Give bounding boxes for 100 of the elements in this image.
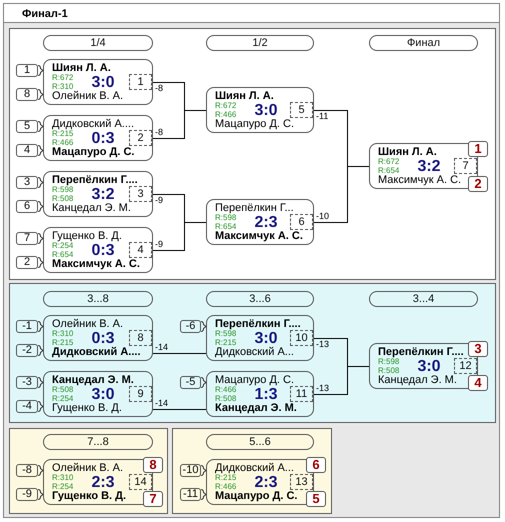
bracket-line [152, 409, 206, 410]
player-name: Дидковский А... [215, 463, 294, 474]
match-score: 2:3 [254, 215, 278, 231]
bracket-line [314, 166, 370, 223]
match-number: 3 [129, 186, 152, 202]
seed-number: -2 [16, 344, 38, 357]
player-rating: R:598 [52, 186, 74, 194]
player-rating: R:466 [52, 139, 74, 147]
player-name: Дидковский А.... [52, 347, 141, 358]
loser-seed-label: -9 [155, 240, 164, 249]
player-name: Максимчук А. С. [215, 231, 303, 242]
loser-seed-label: -8 [155, 128, 164, 137]
seed-number: -3 [16, 376, 38, 389]
seed-connector [200, 465, 206, 476]
seed-connector [200, 489, 206, 500]
player-name: Мацапуро Д. С. [215, 375, 294, 386]
player-name: Дидковский А... [215, 347, 294, 358]
seed-connector [38, 401, 44, 412]
player-rating: R:508 [378, 367, 400, 375]
player-rating: R:310 [52, 330, 74, 338]
loser-seed-label: -14 [155, 343, 168, 352]
player-name: Олейник В. А. [52, 91, 124, 102]
seed-connector [38, 201, 44, 212]
match-card [43, 171, 153, 217]
player-name: Гущенко В. Д. [52, 491, 126, 502]
match-score: 3:0 [254, 103, 278, 119]
player-rating: R:215 [52, 130, 74, 138]
player-rating: R:215 [215, 339, 236, 347]
match-number: 8 [129, 330, 152, 346]
bracket-panel [9, 283, 496, 423]
round-header: 3...8 [43, 291, 153, 307]
seed-connector [38, 345, 44, 356]
place-number: 2 [468, 176, 488, 192]
match-score: 3:0 [91, 75, 115, 91]
seed-connector [38, 177, 44, 188]
match-number: 12 [454, 358, 477, 374]
seed-connector [38, 121, 44, 132]
match-score: 0:3 [91, 131, 115, 147]
seed-connector [38, 321, 44, 332]
player-rating: R:508 [52, 386, 74, 394]
match-score: 2:3 [254, 475, 278, 491]
match-score: 1:3 [254, 387, 278, 403]
player-rating: R:254 [52, 395, 74, 403]
loser-seed-label: -11 [316, 112, 328, 121]
bracket-line [314, 366, 370, 395]
match-number: 11 [290, 386, 313, 402]
place-number: 8 [143, 457, 163, 473]
match-card [206, 459, 314, 505]
bracket-line [152, 110, 206, 139]
player-rating: R:672 [378, 158, 400, 166]
seed-number: -10 [180, 464, 201, 477]
player-name: Перепёлкин Г.... [215, 319, 301, 330]
seed-number: 7 [16, 232, 38, 245]
place-number: 3 [468, 341, 488, 357]
match-card [43, 59, 153, 105]
player-name: Мацапуро Д. С. [52, 147, 134, 158]
match-card [43, 227, 153, 273]
player-name: Максимчук А. С. [52, 259, 140, 270]
bracket-line [152, 353, 206, 354]
player-rating: R:310 [52, 83, 74, 91]
place-number: 4 [468, 375, 488, 391]
match-card [43, 315, 153, 361]
bracket-panel [172, 428, 332, 514]
seed-number: 1 [16, 64, 38, 77]
seed-number: -9 [16, 488, 38, 501]
seed-number: -4 [16, 400, 38, 413]
match-number: 2 [129, 130, 152, 146]
player-name: Канцедал Э. М. [52, 203, 131, 214]
match-card [206, 199, 314, 245]
player-name: Мацапуро Д. С. [215, 119, 294, 130]
player-rating: R:254 [52, 242, 74, 250]
match-number: 7 [454, 158, 477, 174]
seed-number: -8 [16, 464, 38, 477]
seed-connector [38, 65, 44, 76]
player-rating: R:672 [52, 74, 74, 82]
seed-connector [200, 377, 206, 388]
seed-connector [38, 489, 44, 500]
player-name: Канцедал Э. М. [378, 375, 457, 386]
seed-connector [38, 377, 44, 388]
player-name: Дидковский А.... [52, 119, 134, 130]
match-score: 3:0 [91, 387, 115, 403]
round-header: 3...6 [206, 291, 314, 307]
loser-seed-label: -9 [155, 196, 164, 205]
match-card [206, 87, 314, 133]
player-rating: R:466 [215, 111, 236, 119]
round-header: Финал [369, 35, 478, 51]
seed-number: 6 [16, 200, 38, 213]
loser-seed-label: -14 [155, 399, 168, 408]
player-rating: R:654 [215, 223, 236, 231]
match-score: 3:2 [417, 159, 441, 175]
seed-number: 2 [16, 256, 38, 269]
bracket-panel [9, 428, 168, 514]
place-number: 1 [468, 141, 488, 157]
match-number: 10 [290, 330, 313, 346]
player-rating: R:215 [215, 474, 236, 482]
seed-number: 3 [16, 176, 38, 189]
seed-connector [200, 321, 206, 332]
player-name: Шиян Л. А. [52, 63, 111, 74]
place-number: 5 [306, 491, 326, 507]
player-rating: R:598 [378, 358, 400, 366]
